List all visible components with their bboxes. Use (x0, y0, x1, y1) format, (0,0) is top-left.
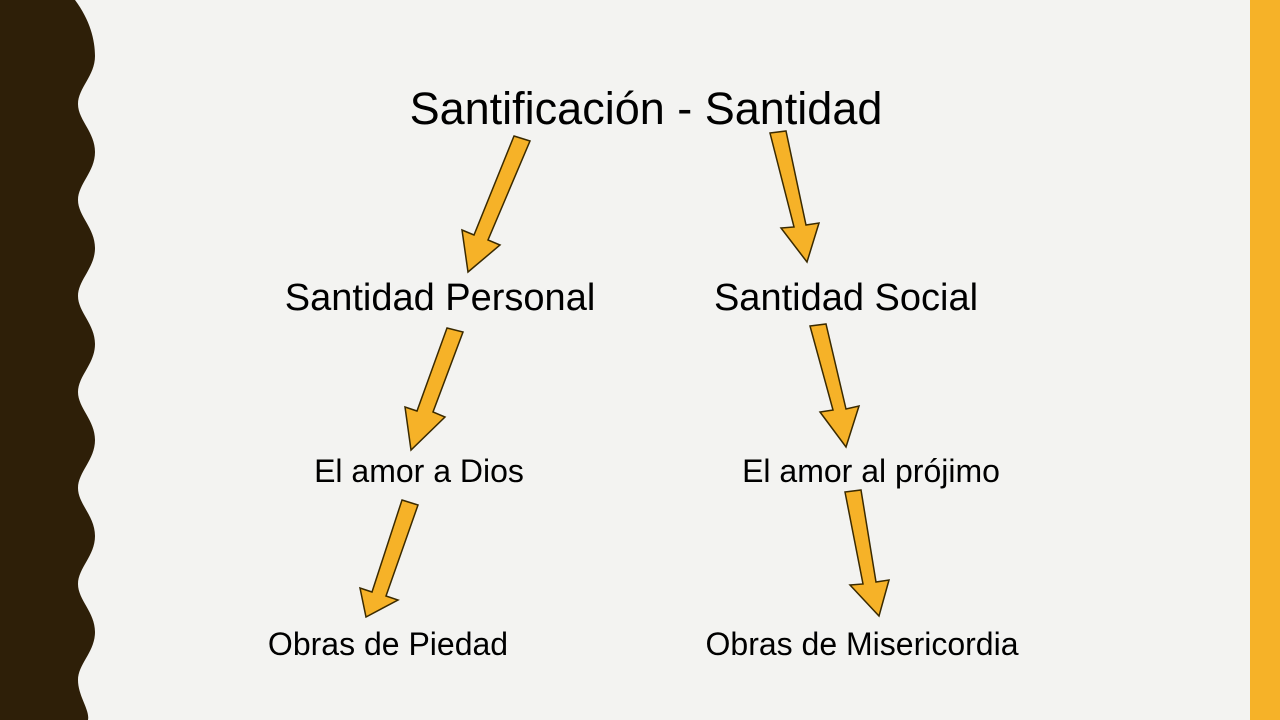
node-amor-al-projimo: El amor al prójimo (742, 453, 1000, 489)
node-amor-a-dios: El amor a Dios (314, 453, 524, 489)
arrow-title-to-social (769, 130, 821, 264)
node-santidad-personal: Santidad Personal (284, 277, 596, 319)
node-obras-de-misericordia: Obras de Misericordia (705, 626, 1019, 662)
arrow-social-to-projimo (809, 323, 861, 449)
accent-strip-right (1250, 0, 1280, 720)
arrow-title-to-personal (461, 135, 532, 274)
node-obras-de-piedad: Obras de Piedad (267, 626, 509, 662)
node-santidad-social: Santidad Social (713, 277, 979, 319)
arrow-personal-to-dios (404, 327, 464, 452)
wavy-left-band (0, 0, 95, 720)
arrow-dios-to-piedad (359, 499, 419, 619)
diagram-title: Santificación - Santidad (409, 83, 883, 134)
arrow-projimo-to-misericordia (844, 489, 891, 618)
